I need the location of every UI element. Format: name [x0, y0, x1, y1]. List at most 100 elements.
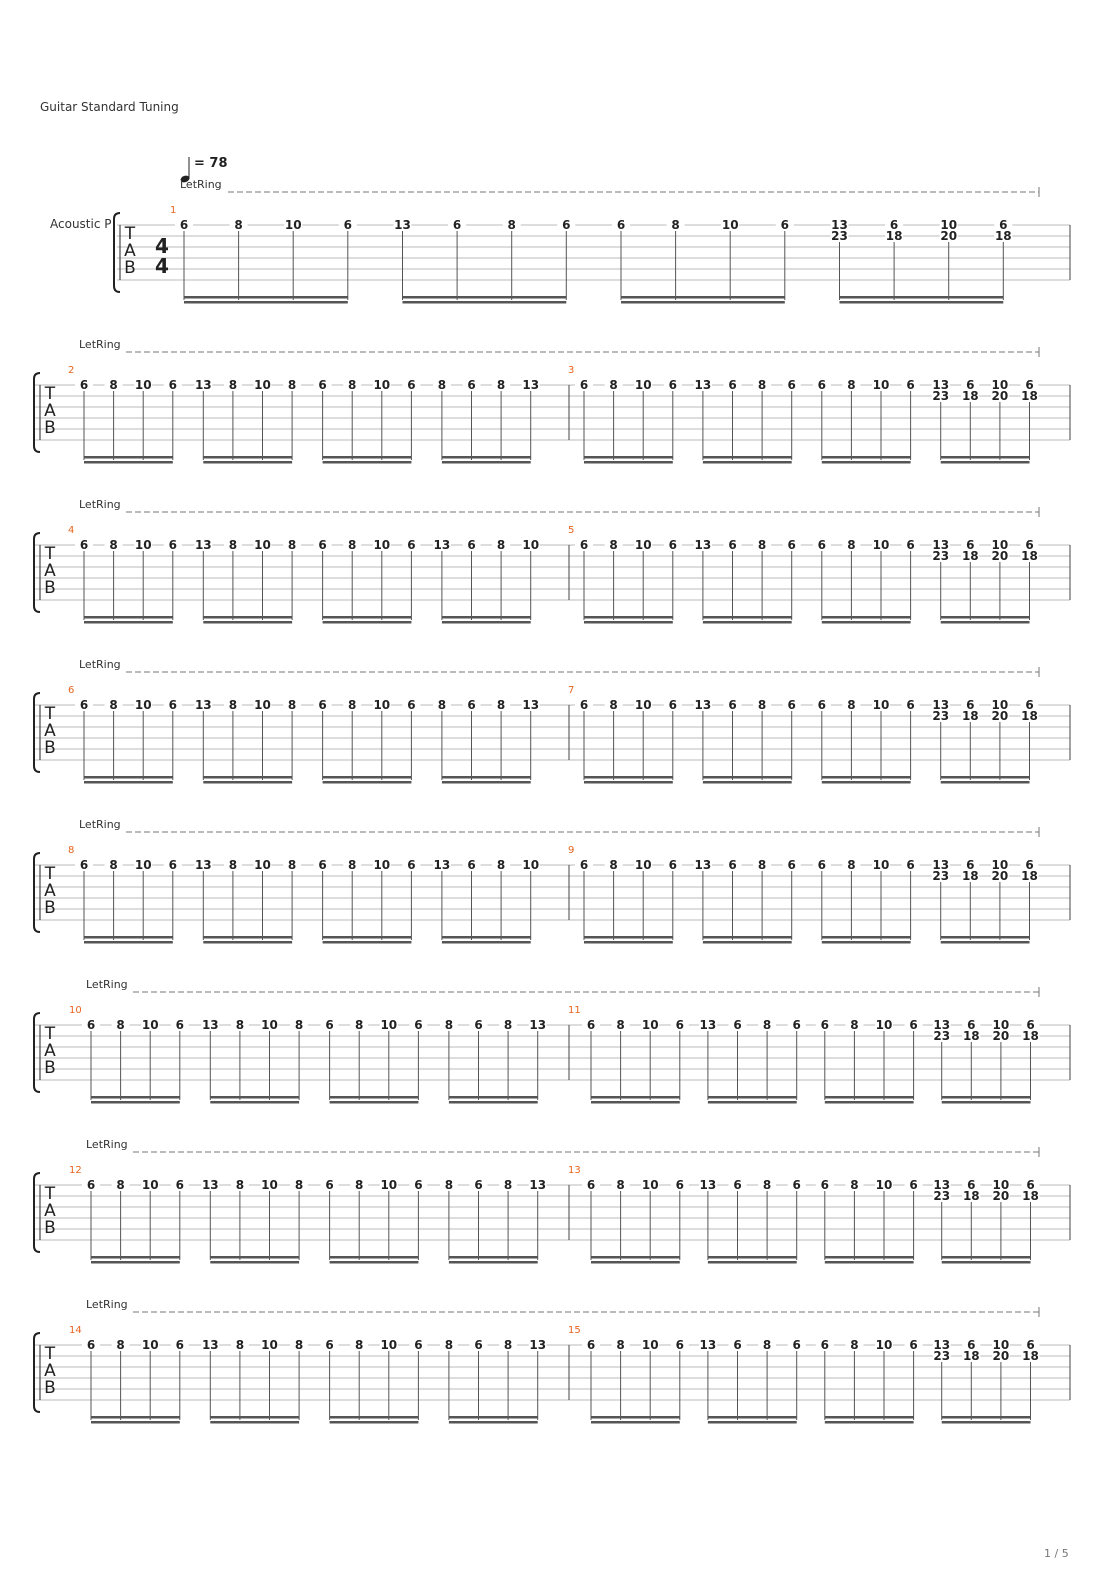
fret-backdrop: [875, 1180, 893, 1190]
fret-backdrop: [693, 700, 712, 710]
fret-backdrop: [379, 1180, 398, 1190]
fret-backdrop: [875, 1020, 893, 1030]
fret-backdrop: [961, 860, 980, 870]
fret-backdrop: [663, 540, 682, 550]
fret-number: 6: [467, 698, 475, 712]
fret-number: 6: [669, 378, 677, 392]
let-ring-label: LetRing: [180, 178, 222, 191]
quarter-note-head-icon: [180, 175, 190, 183]
fret-backdrop: [991, 1340, 1010, 1350]
beam-primary: [941, 1416, 1031, 1419]
beam-primary: [584, 616, 673, 619]
fret-number: 13: [195, 858, 212, 872]
fret-number: 8: [616, 1178, 624, 1192]
beam-primary: [210, 1256, 300, 1259]
fret-number: 6: [788, 858, 796, 872]
bar-number: 13: [568, 1165, 581, 1176]
fret-number: 6: [407, 698, 415, 712]
beam-secondary: [91, 1421, 180, 1424]
fret-backdrop: [379, 1340, 398, 1350]
fret-backdrop: [962, 1180, 981, 1190]
tab-clef-letter: B: [44, 1058, 56, 1078]
fret-backdrop: [253, 540, 272, 550]
fret-backdrop: [961, 711, 980, 721]
fret-number: 6: [788, 538, 796, 552]
fret-number: 6: [909, 1178, 917, 1192]
fret-backdrop: [528, 1020, 547, 1030]
beam-primary: [203, 936, 293, 939]
fret-backdrop: [343, 700, 362, 710]
beam-secondary: [591, 1261, 680, 1264]
beam-secondary: [84, 941, 173, 944]
fret-backdrop: [343, 540, 362, 550]
fret-number: 6: [676, 1178, 684, 1192]
fret-number: 10: [142, 1338, 159, 1352]
fret-backdrop: [872, 540, 890, 550]
bar-number: 12: [69, 1165, 82, 1176]
fret-backdrop: [230, 1020, 249, 1030]
fret-number: 6: [87, 1018, 95, 1032]
fret-number: 10: [380, 1018, 397, 1032]
fret-number: 10: [873, 538, 890, 552]
fret-backdrop: [1020, 540, 1039, 550]
fret-number: 6: [318, 378, 326, 392]
let-ring-label: LetRing: [86, 1138, 128, 1151]
fret-backdrop: [194, 380, 213, 390]
beam-primary: [702, 776, 792, 779]
fret-backdrop: [223, 380, 242, 390]
time-signature-numerator: 4: [155, 234, 169, 258]
beam-primary: [940, 456, 1030, 459]
fret-number: 8: [497, 858, 505, 872]
fret-number: 6: [176, 1018, 184, 1032]
beam-secondary: [584, 941, 673, 944]
fret-backdrop: [439, 1340, 458, 1350]
fret-number: 6: [966, 698, 974, 712]
fret-backdrop: [134, 700, 153, 710]
fret-number: 8: [758, 378, 766, 392]
fret-number: 6: [169, 538, 177, 552]
fret-backdrop: [163, 540, 182, 550]
beam-primary: [591, 1416, 680, 1419]
fret-backdrop: [931, 540, 950, 550]
fret-number: 6: [580, 378, 588, 392]
fret-number: 18: [1022, 1189, 1039, 1203]
fret-backdrop: [320, 1180, 339, 1190]
fret-backdrop: [604, 540, 623, 550]
fret-number: 20: [992, 709, 1009, 723]
fret-backdrop: [75, 540, 93, 550]
fret-number: 23: [932, 549, 949, 563]
beam-secondary: [329, 1421, 419, 1424]
fret-number: 13: [932, 538, 949, 552]
fret-backdrop: [845, 1340, 864, 1350]
fret-backdrop: [372, 380, 391, 390]
beam-secondary: [441, 781, 531, 784]
beam-primary: [210, 1416, 300, 1419]
fret-number: 8: [445, 1338, 453, 1352]
fret-backdrop: [990, 391, 1009, 401]
beam-primary: [702, 616, 792, 619]
beam-secondary: [591, 1421, 680, 1424]
fret-number: 6: [587, 1178, 595, 1192]
fret-number: 6: [669, 858, 677, 872]
fret-backdrop: [991, 1351, 1010, 1361]
fret-number: 18: [962, 709, 979, 723]
beam-secondary: [940, 621, 1030, 624]
fret-backdrop: [604, 860, 623, 870]
fret-backdrop: [462, 700, 481, 710]
fret-number: 10: [873, 378, 890, 392]
fret-number: 8: [236, 1178, 244, 1192]
beam-secondary: [210, 1421, 300, 1424]
fret-backdrop: [499, 1180, 518, 1190]
beam-secondary: [441, 461, 531, 464]
fret-number: 6: [414, 1018, 422, 1032]
fret-number: 8: [355, 1178, 363, 1192]
fret-backdrop: [728, 1180, 747, 1190]
fret-number: 10: [993, 1178, 1010, 1192]
fret-number: 8: [497, 538, 505, 552]
fret-backdrop: [439, 1020, 458, 1030]
fret-backdrop: [439, 1180, 458, 1190]
fret-number: 8: [288, 698, 296, 712]
fret-number: 10: [285, 218, 302, 232]
